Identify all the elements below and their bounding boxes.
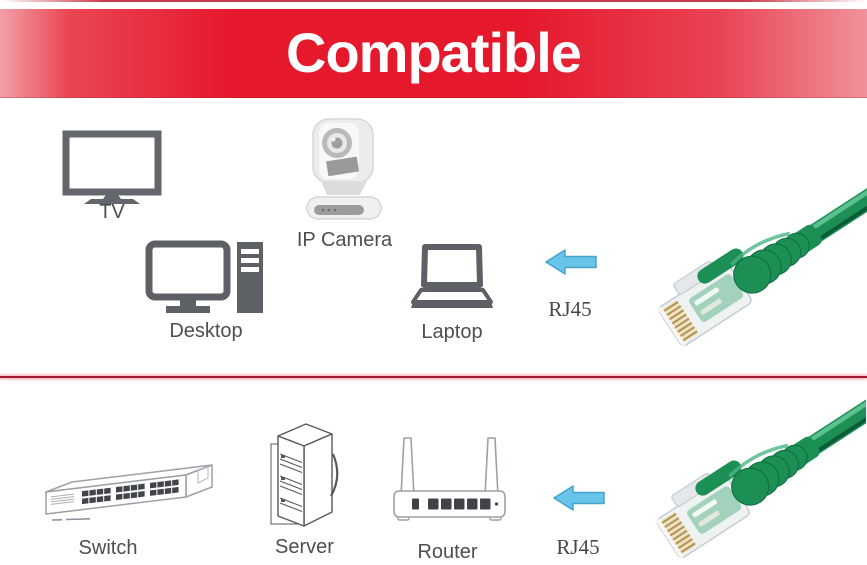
tv-icon	[62, 130, 162, 204]
tv-label: TV	[99, 201, 125, 223]
server-label: Server	[275, 536, 334, 558]
ip-camera-icon	[306, 118, 382, 220]
rj45-label: RJ45	[556, 535, 600, 559]
divider-line	[0, 376, 867, 378]
desktop-label: Desktop	[169, 320, 243, 342]
banner: Compatible	[0, 9, 867, 98]
page-title: Compatible	[286, 21, 582, 84]
rj45-label: RJ45	[548, 297, 592, 321]
switch-icon	[45, 464, 213, 521]
laptop-icon	[411, 244, 493, 308]
arrow-left-icon	[545, 249, 597, 275]
desktop-icon	[145, 240, 263, 313]
ethernet-cable-image	[647, 390, 866, 562]
top-border-line	[0, 0, 867, 2]
router-icon	[393, 437, 506, 521]
ethernet-cable-image	[649, 178, 867, 350]
server-icon	[270, 423, 339, 527]
laptop-label: Laptop	[421, 321, 483, 343]
ip-camera-label: IP Camera	[296, 229, 393, 251]
switch-label: Switch	[78, 537, 138, 559]
arrow-left-icon	[553, 485, 605, 511]
router-label: Router	[417, 541, 478, 563]
